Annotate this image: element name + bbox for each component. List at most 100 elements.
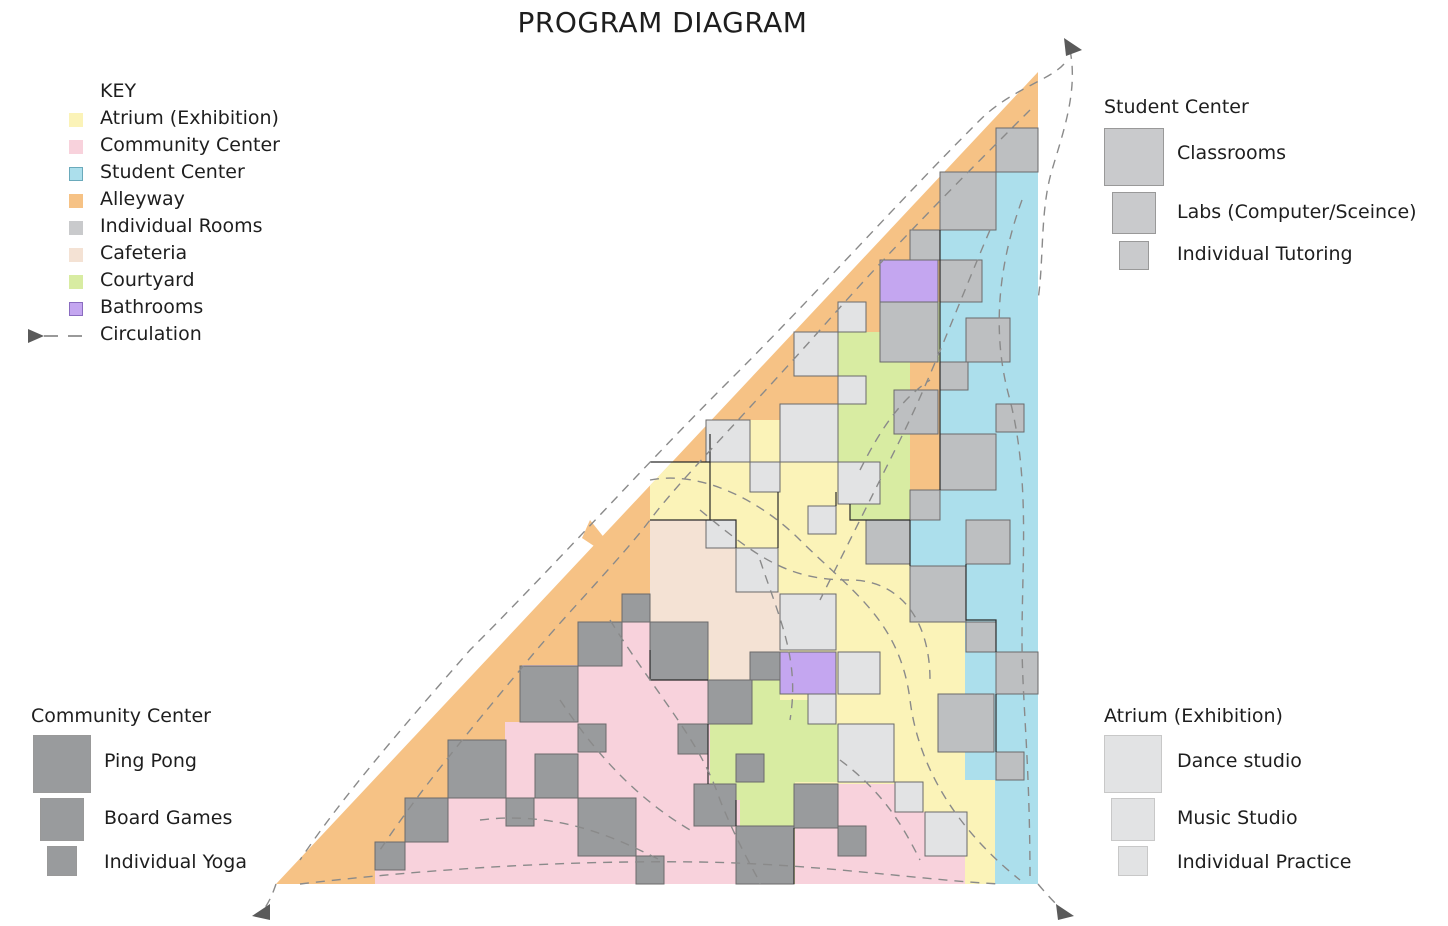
room-block [735, 547, 779, 593]
room-block [621, 593, 651, 623]
circulation-arrow-icon [1056, 904, 1074, 920]
room-block [577, 621, 623, 667]
room-block [939, 433, 997, 491]
key-label: Courtyard [100, 269, 195, 291]
atrium-item-label: Individual Practice [1177, 851, 1352, 873]
key-label: Community Center [100, 134, 280, 156]
circulation-path [609, 619, 761, 885]
student-center-title: Student Center [1104, 96, 1249, 118]
room-block [909, 565, 967, 623]
community-center-item-label: Ping Pong [104, 750, 197, 772]
room-block [749, 651, 781, 681]
room-block [519, 665, 579, 723]
room-block [374, 841, 406, 871]
circulation-path [1037, 49, 1073, 301]
key-label: Cafeteria [100, 242, 188, 264]
atrium-item-label: Music Studio [1177, 807, 1298, 829]
room-block [939, 171, 997, 231]
key-item-bathrooms: Bathrooms [28, 296, 328, 323]
room-block [735, 753, 765, 783]
lab-swatch [1112, 192, 1156, 234]
room-block [534, 753, 579, 799]
zone-boundary [710, 519, 737, 548]
circulation-arrow-icon [1064, 38, 1082, 56]
circulation-path [839, 759, 921, 861]
room-block [649, 621, 709, 681]
circulation-path [261, 883, 277, 913]
room-block [793, 331, 839, 377]
room-block [879, 301, 939, 363]
key-swatch [69, 140, 83, 154]
room-block [837, 723, 895, 783]
student-center-item-label: Labs (Computer/Sceince) [1177, 201, 1417, 223]
room-block [995, 651, 1039, 695]
key-swatch [69, 302, 83, 316]
alleyway-notch [582, 520, 606, 550]
room-block [577, 723, 607, 753]
room-block [807, 505, 837, 535]
room-block [837, 651, 881, 695]
room-block [965, 519, 1011, 565]
key-item-student-center: Student Center [28, 161, 328, 188]
room-block [635, 855, 665, 885]
room-block [995, 403, 1025, 433]
community-center-item-label: Individual Yoga [104, 851, 247, 873]
key-swatch [69, 275, 83, 289]
room-block [939, 361, 969, 391]
key-label: Bathrooms [100, 296, 204, 318]
room-block [447, 739, 507, 799]
yoga-swatch [47, 846, 77, 876]
room-block [965, 317, 1011, 363]
key-swatch [69, 248, 83, 262]
room-block [939, 259, 983, 303]
room-block [865, 519, 911, 565]
room-block [705, 419, 751, 463]
key-swatch [69, 113, 83, 127]
room-block [793, 783, 839, 829]
room-block [837, 375, 867, 405]
zone-boundary [849, 504, 910, 521]
diagram-title: PROGRAM DIAGRAM [517, 6, 808, 39]
circulation-path [819, 229, 991, 601]
student-center-item-label: Individual Tutoring [1177, 243, 1353, 265]
room-block [677, 723, 709, 755]
zone-boundary [965, 564, 997, 652]
dance-studio-swatch [1104, 735, 1162, 793]
room-block [735, 825, 795, 885]
room-block [807, 693, 837, 725]
key-item-atrium: Atrium (Exhibition) [28, 107, 328, 134]
circulation-path [759, 559, 794, 721]
music-studio-swatch [1111, 798, 1155, 841]
circulation-path [299, 63, 1065, 861]
tutoring-swatch [1119, 241, 1149, 270]
key-item-courtyard: Courtyard [28, 269, 328, 296]
room-block [995, 127, 1039, 173]
key-swatch [69, 167, 83, 181]
circulation-arrow-icon [252, 904, 270, 920]
room-block [995, 751, 1025, 781]
key-item-community-center: Community Center [28, 134, 328, 161]
bathroom-block [879, 259, 939, 303]
room-block [937, 693, 995, 753]
room-block [705, 519, 737, 549]
key-label: Atrium (Exhibition) [100, 107, 279, 129]
room-block [505, 797, 535, 827]
practice-swatch [1118, 846, 1148, 876]
key-swatch [69, 194, 83, 208]
key-item-alleyway: Alleyway [28, 188, 328, 215]
ping-pong-swatch [33, 735, 91, 793]
circulation-path [559, 699, 691, 831]
room-block [837, 301, 867, 333]
community-center-zone [375, 594, 740, 884]
key-swatch [69, 221, 83, 235]
room-block [893, 389, 939, 435]
key-heading: KEY [100, 80, 137, 102]
key-label: Individual Rooms [100, 215, 263, 237]
room-block [707, 679, 753, 725]
room-block [779, 403, 839, 463]
key-item-circulation: Circulation [28, 323, 328, 350]
circulation-arrow-icon [28, 329, 82, 343]
student-center-item-label: Classrooms [1177, 142, 1287, 164]
key-item-individual-rooms: Individual Rooms [28, 215, 328, 242]
circulation-path [699, 509, 931, 681]
